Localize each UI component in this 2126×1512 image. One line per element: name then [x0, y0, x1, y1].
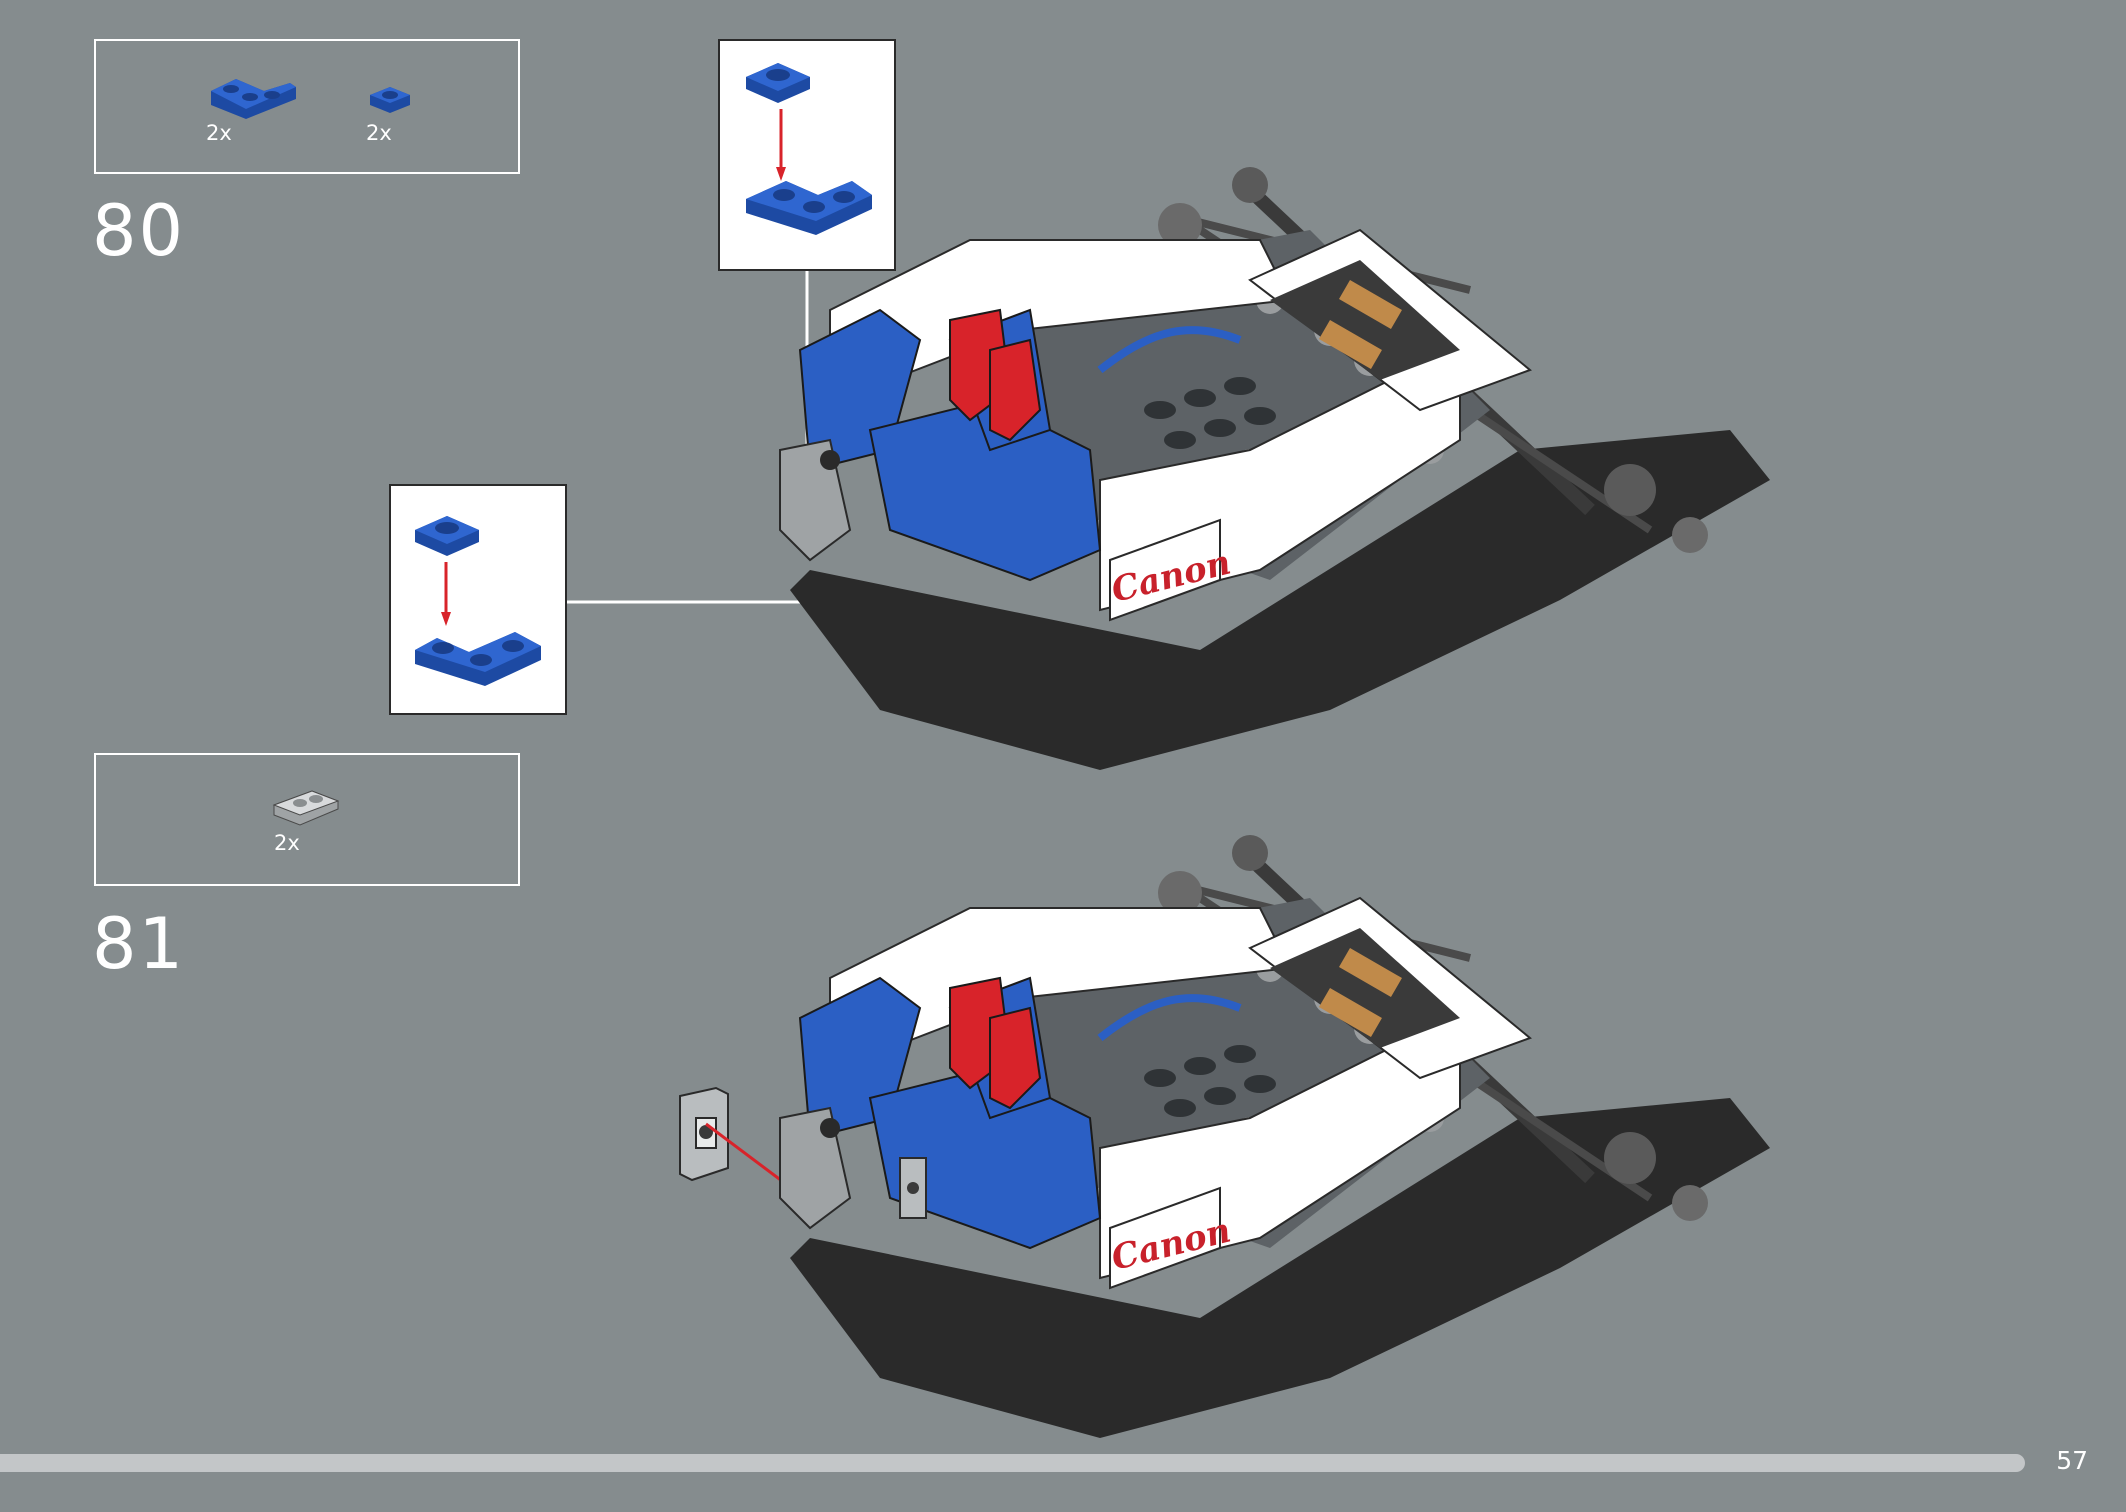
step-number: 80: [92, 190, 186, 272]
quantity-label: 2x: [274, 831, 300, 855]
grey-tile-icon: [272, 790, 340, 826]
quantity-label: 2x: [206, 121, 232, 145]
parts-list-step-80: 2x 2x: [94, 39, 520, 174]
blue-corner-plate-icon: [746, 181, 872, 235]
progress-bar: [0, 1454, 2025, 1472]
blue-corner-plate-icon: [211, 79, 296, 119]
car-model-step-81: RENAULT F1 Canon: [779, 835, 1770, 1438]
car-model-step-80: RENAULT F1 Canon: [779, 167, 1770, 770]
parts-list-step-81: 2x: [94, 753, 520, 886]
callout-lower: [389, 484, 567, 715]
callout-upper: [718, 39, 896, 271]
blue-corner-plate-icon: [415, 632, 541, 686]
grey-tile-icon: [679, 1086, 729, 1182]
red-arrow-icon: [705, 1122, 787, 1186]
blue-1x1-plate-icon: [746, 63, 810, 103]
red-arrow-icon: [776, 109, 786, 181]
blue-1x1-plate-icon: [370, 87, 410, 113]
step-number: 81: [92, 903, 186, 985]
page-number: 57: [2056, 1446, 2088, 1475]
red-arrow-icon: [441, 562, 451, 626]
blue-1x1-plate-icon: [415, 516, 479, 556]
quantity-label: 2x: [366, 121, 392, 145]
